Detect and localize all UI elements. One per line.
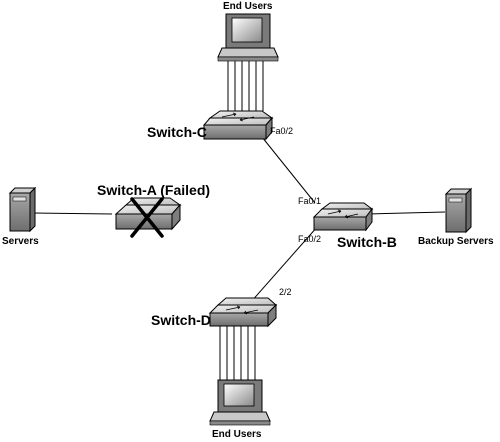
links [31,136,446,304]
switch-c-label: Switch-C [147,124,207,140]
port-c-fa02: Fa0/2 [270,126,294,136]
switch-b-icon [312,202,374,232]
failed-x-icon [130,197,164,238]
end-users-top-label: End Users [223,1,273,12]
port-d-22: 2/2 [279,287,292,297]
servers-label: Servers [2,236,39,247]
end-users-bottom-pc-icon [209,379,271,426]
link-servers-switch-a [31,212,113,215]
switch-b-label: Switch-B [337,234,397,250]
switch-d-icon [208,297,278,328]
bottom-user-cables [219,325,256,381]
switch-d-label: Switch-D [151,312,211,328]
link-switch-c-switch-b [261,136,316,204]
top-user-cables [227,57,264,111]
port-b-fa01: Fa0/1 [298,196,322,206]
end-users-bottom-label: End Users [212,429,262,440]
port-b-fa02: Fa0/2 [298,234,322,244]
end-users-top-pc-icon [217,13,279,62]
switch-a-label: Switch-A (Failed) [97,182,211,198]
link-switch-b-backup-servers [367,211,446,215]
backup-servers-icon [444,187,473,234]
switch-c-icon [202,110,274,141]
switch-a-icon [114,197,182,231]
servers-icon [8,186,37,233]
backup-servers-label: Backup Servers [418,236,494,247]
link-switch-b-switch-d [249,225,319,304]
